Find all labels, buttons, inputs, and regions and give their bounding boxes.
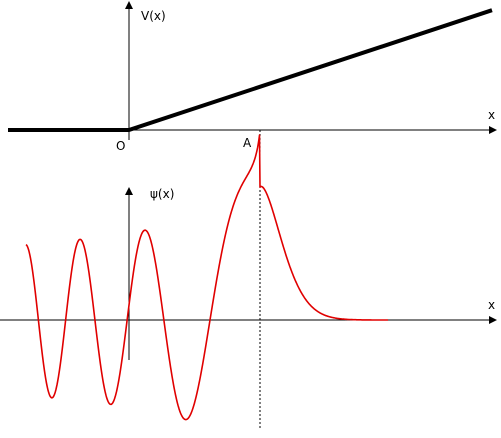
wavefunction-curve <box>25 134 389 421</box>
potential-curve <box>8 8 493 132</box>
potential-y-axis-label: V(x) <box>141 9 166 23</box>
wavefunction-panel: ψ(x) x <box>0 134 497 421</box>
potential-panel: V(x) x O A <box>8 1 497 153</box>
wavefunction-y-axis-label: ψ(x) <box>150 187 174 201</box>
turning-point-label: A <box>243 136 252 150</box>
origin-label: O <box>116 139 125 153</box>
wavefunction-x-axis-label: x <box>488 298 495 312</box>
potential-x-axis-label: x <box>488 108 495 122</box>
